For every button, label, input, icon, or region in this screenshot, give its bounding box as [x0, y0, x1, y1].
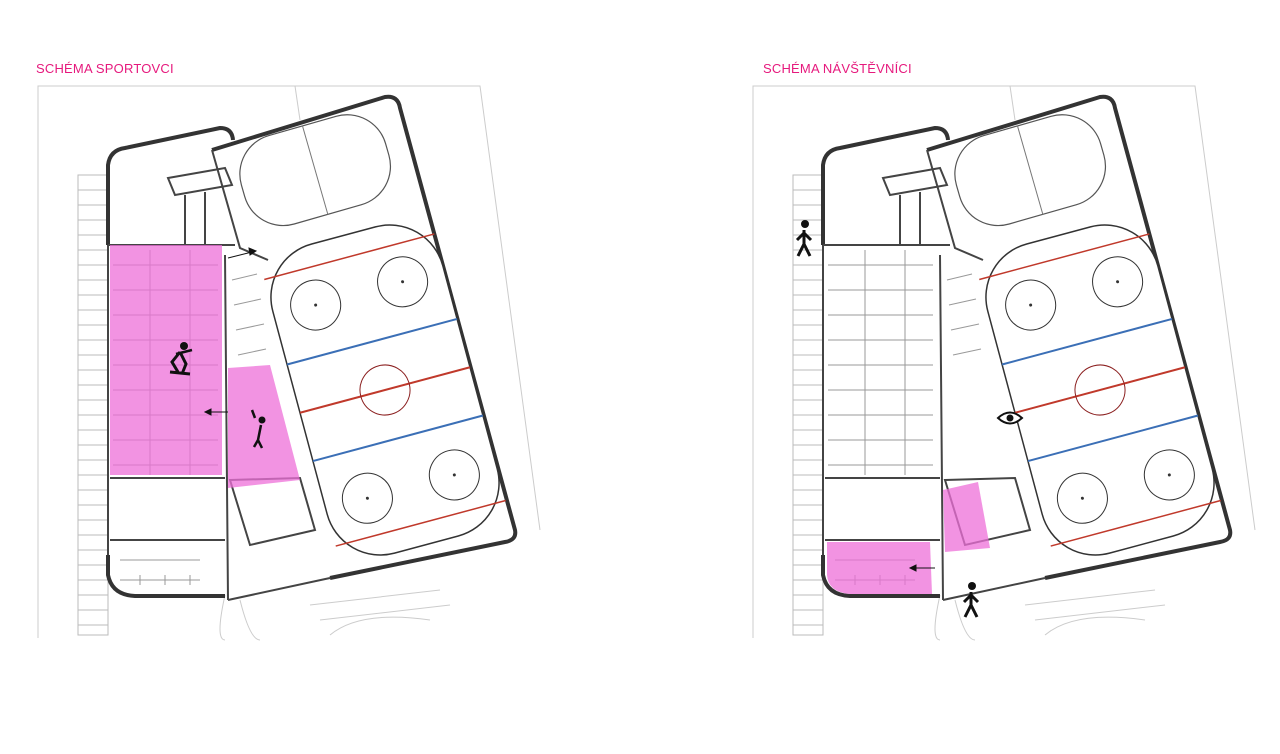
pedestrian-icon: [795, 220, 813, 257]
highlight-entrance-hall: [827, 542, 932, 594]
flow-arrows: [203, 247, 258, 416]
panel-title-visitors: SCHÉMA NÁVŠTĚVNÍCI: [763, 61, 912, 76]
highlight-corridor: [228, 365, 300, 488]
hockey-player-icon: [169, 342, 193, 376]
eye-icon: [996, 411, 1024, 425]
pedestrian-icon: [962, 582, 980, 618]
panel-title-athletes: SCHÉMA SPORTOVCI: [36, 61, 174, 76]
highlight-stairs: [943, 482, 990, 552]
flow-arrow: [908, 564, 935, 572]
highlight-locker-rooms: [110, 245, 222, 475]
plan-visitors: [751, 84, 1257, 642]
skater-icon: [250, 409, 266, 449]
plan-athletes: [36, 84, 542, 642]
